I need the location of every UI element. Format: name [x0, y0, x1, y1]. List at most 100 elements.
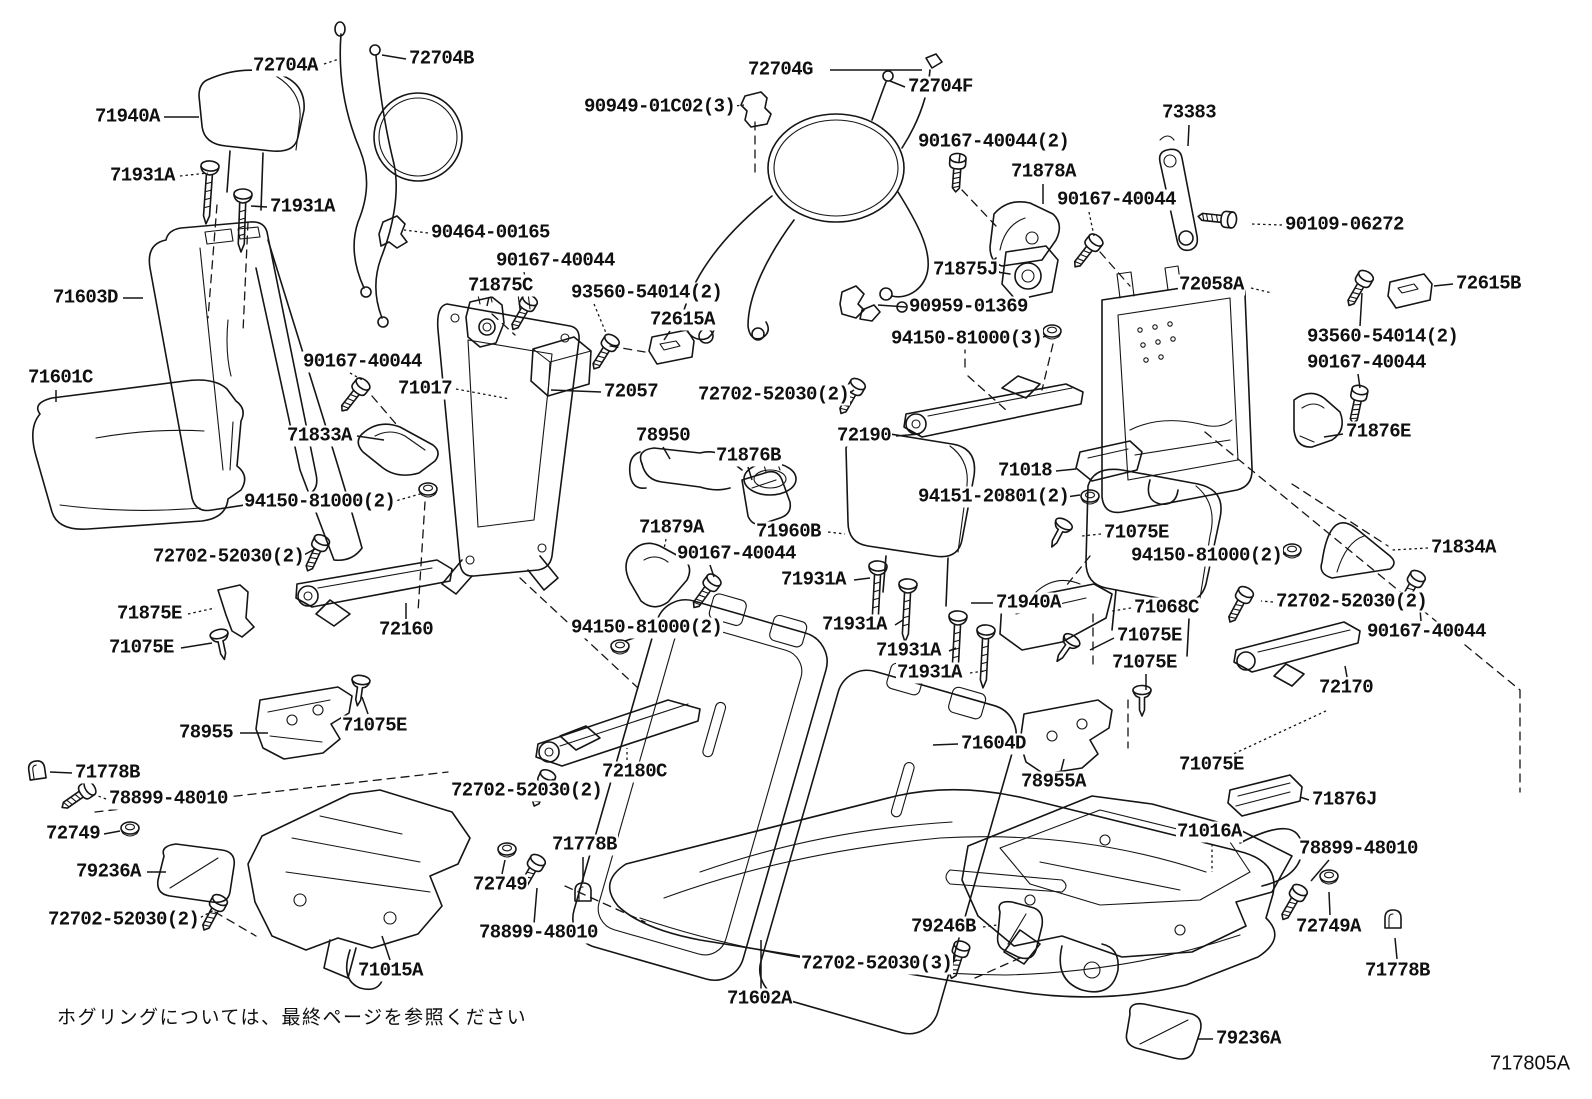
part-label: 90167-40044: [1306, 351, 1427, 374]
part-label: 94150-81000(2): [243, 490, 397, 513]
leader-line: [1250, 223, 1283, 226]
leader-line: [663, 330, 671, 341]
leader-line: [889, 80, 906, 88]
part-label: 78955A: [1020, 770, 1087, 793]
part-label: 71075E: [1116, 624, 1183, 647]
part-label: 72704G: [747, 58, 814, 81]
part-label: 71940A: [94, 105, 161, 128]
leader-line: [1060, 758, 1065, 772]
leader-line: [1088, 211, 1095, 237]
part-label: 72170: [1318, 676, 1375, 699]
part-label: 71604D: [960, 732, 1027, 755]
part-label: 71833A: [286, 424, 353, 447]
part-label: 90167-40044: [302, 350, 423, 373]
part-label: 71602A: [726, 987, 793, 1010]
leader-line: [179, 172, 209, 177]
leader-line: [709, 564, 715, 578]
wedge-71834A-drawing: [1320, 522, 1395, 579]
clip-90949-drawing: [740, 91, 772, 128]
part-label: 72615B: [1455, 272, 1522, 295]
leader-line: [391, 493, 421, 503]
part-label: 72057: [603, 380, 660, 403]
leader-line: [877, 304, 907, 308]
part-label: 71931A: [875, 639, 942, 662]
part-label: 71068C: [1133, 596, 1200, 619]
part-label: 90959-01369: [908, 295, 1029, 318]
leader-line: [827, 531, 846, 535]
part-label: 94151-20801(2): [917, 485, 1071, 508]
part-label: 72702-52030(2): [450, 779, 604, 802]
rail-72170-drawing: [1233, 621, 1361, 687]
part-label: 71075E: [108, 636, 175, 659]
part-label: 93560-54014(2): [570, 281, 724, 304]
cushion-bench-drawing: [608, 788, 1276, 998]
clamp-90464-drawing: [378, 215, 408, 249]
part-label: 71931A: [896, 661, 963, 684]
latch-71875C-drawing: [465, 296, 505, 348]
part-label: 90109-06272: [1284, 213, 1405, 236]
part-label: 71931A: [821, 613, 888, 636]
part-label: 90949-01C02(3): [583, 95, 737, 118]
part-label: 71876B: [715, 444, 782, 467]
bracket-71879A-drawing: [625, 542, 691, 608]
part-label: 90464-00165: [430, 221, 551, 244]
part-label: 72190: [836, 424, 893, 447]
part-label: 72180C: [601, 760, 668, 783]
part-label: 78899-48010: [108, 787, 229, 810]
part-label: 72615A: [649, 308, 716, 331]
part-label: 71075E: [1103, 521, 1170, 544]
leader-line: [349, 372, 365, 382]
part-label: 71960B: [755, 520, 822, 543]
bracket-71833A-drawing: [357, 423, 439, 476]
leader-line: [747, 466, 753, 481]
seatback-left-drawing: [148, 221, 363, 562]
part-label: 72704A: [252, 54, 319, 77]
diagram-id: 717805A: [1490, 1052, 1571, 1075]
part-label: 94150-81000(2): [570, 616, 724, 639]
part-label: 90167-40044: [676, 542, 797, 565]
rail-72180C-drawing: [535, 699, 701, 767]
leader-line: [180, 642, 213, 649]
part-label: 94150-81000(3): [890, 327, 1044, 350]
leader-line: [1359, 292, 1363, 327]
part-label: 71931A: [780, 568, 847, 591]
leader-line: [958, 153, 961, 163]
leader-line: [1228, 709, 1329, 757]
leader-line: [948, 647, 957, 652]
part-label: 79246B: [910, 915, 977, 938]
leader-line: [1111, 607, 1132, 612]
footer-note: ホグリングについては、最終ページを参照ください: [57, 1006, 528, 1029]
leader-line: [550, 389, 602, 393]
part-label: 72702-52030(2): [47, 908, 201, 931]
part-label: 94150-81000(2): [1130, 544, 1284, 567]
rail-72160-drawing: [295, 559, 453, 627]
leader-line: [1187, 124, 1190, 147]
part-label: 71603D: [52, 286, 119, 309]
leader-line: [103, 830, 121, 835]
strap-73383-drawing: [1158, 135, 1199, 252]
part-label: 71876J: [1311, 788, 1378, 811]
leader-line: [501, 859, 506, 875]
leader-line: [403, 229, 429, 234]
latch-71875J-drawing: [1001, 245, 1059, 301]
leader-line: [969, 670, 985, 674]
leader-line: [381, 935, 391, 961]
part-label: 79236A: [75, 860, 142, 883]
bracket-71875E-drawing: [217, 584, 255, 638]
part-label: 72058A: [1178, 273, 1245, 296]
leader-line: [663, 538, 667, 550]
leader-line: [1089, 637, 1115, 651]
part-label: 71875E: [116, 602, 183, 625]
leader-line: [1344, 665, 1348, 678]
leader-line: [1260, 600, 1274, 603]
leader-line: [894, 619, 904, 626]
cover-71876E-drawing: [1293, 392, 1343, 448]
cushion-left-drawing: [32, 379, 246, 530]
part-label: 72702-52030(2): [152, 545, 306, 568]
part-label: 71879A: [638, 516, 705, 539]
leader-line: [1250, 287, 1273, 294]
leader-line: [1328, 891, 1331, 916]
part-label: 71601C: [27, 366, 94, 389]
part-71876J-drawing: [1227, 774, 1303, 817]
pad-79246B-drawing: [996, 900, 1044, 960]
